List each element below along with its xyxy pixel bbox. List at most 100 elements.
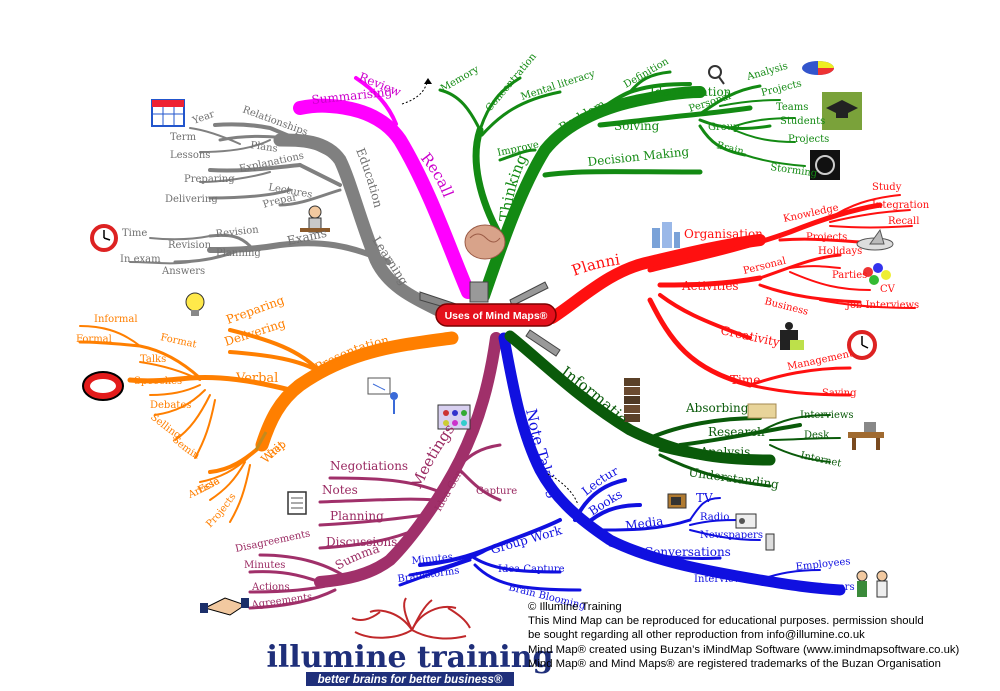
node-internet: Internet bbox=[799, 450, 842, 469]
node-newspapers: Newspapers bbox=[700, 530, 763, 541]
node-debates: Debates bbox=[150, 400, 191, 411]
logo-name: illumine training bbox=[267, 640, 554, 675]
node-label: Projects bbox=[204, 492, 238, 531]
node-identification: Identification bbox=[650, 85, 732, 99]
credits-line: be sought regarding all other reproducti… bbox=[528, 629, 865, 642]
node-customers: Customers bbox=[800, 582, 855, 593]
brain-icon bbox=[464, 224, 506, 260]
node-revision: Revision bbox=[215, 224, 260, 240]
node-speeches: Speeches bbox=[134, 376, 182, 387]
node-recall: Recall bbox=[888, 216, 919, 227]
node-conversations: Conversations bbox=[644, 545, 731, 559]
node-label: Preparing bbox=[0, 0, 298, 211]
node-personal: Personal bbox=[742, 256, 787, 277]
branch-learning bbox=[129, 122, 461, 325]
node-tv: TV bbox=[696, 491, 713, 505]
illumine-logo: illumine training better brains for bett… bbox=[267, 597, 554, 686]
node-revision: Revision bbox=[168, 240, 212, 251]
lectures-dotted-link bbox=[547, 473, 579, 506]
alarm-clock-icon bbox=[90, 224, 118, 252]
node-planning: Planning bbox=[330, 509, 384, 523]
sponge-icon bbox=[747, 403, 777, 419]
node-interviews: Interviews bbox=[800, 410, 854, 421]
node-organisation: Organisation bbox=[684, 227, 763, 241]
node-desk: Desk bbox=[804, 430, 830, 441]
mobile-phone-icon bbox=[765, 533, 775, 551]
artist-icon bbox=[780, 322, 804, 350]
node-talks: Talks bbox=[140, 354, 166, 365]
node-informal: Informal bbox=[94, 314, 138, 325]
node-negotiations: Negotiations bbox=[330, 459, 408, 473]
branch-thinking bbox=[438, 70, 806, 302]
node-memory: Memory bbox=[439, 64, 481, 95]
airplane-icon bbox=[856, 228, 894, 251]
node-integration: Integration bbox=[872, 200, 930, 211]
node-explanations: Explanations bbox=[238, 151, 305, 175]
node-answers: Answers bbox=[161, 266, 205, 277]
node-study: Study bbox=[872, 182, 902, 193]
node-planning: Planning bbox=[216, 248, 261, 259]
radio-icon bbox=[735, 513, 757, 529]
pie-chart-icon bbox=[802, 61, 834, 75]
magnifier-icon bbox=[708, 65, 725, 85]
node-plans: Plans bbox=[250, 140, 279, 155]
node-actions: Actions bbox=[251, 582, 290, 593]
books-stack-icon bbox=[624, 378, 640, 422]
node-understanding: Understanding bbox=[688, 465, 781, 492]
credits-block: © Illumine Training This Mind Map can be… bbox=[528, 600, 998, 671]
node-analysis: Analysis bbox=[745, 61, 789, 83]
node-students: Students bbox=[780, 116, 825, 127]
calendar-icon bbox=[151, 99, 185, 127]
node-cv: CV bbox=[880, 284, 896, 295]
node-format: Format bbox=[159, 332, 197, 350]
node-research: Research bbox=[708, 425, 765, 439]
node-minutes: Minutes bbox=[411, 552, 453, 567]
city-icon bbox=[652, 222, 680, 248]
node-discussions: Discussions bbox=[326, 535, 397, 549]
review-arrowhead bbox=[424, 78, 432, 84]
node-saving: Saving bbox=[822, 388, 857, 399]
node-idea-capture: Idea Capture bbox=[498, 564, 565, 575]
lightbulb-icon bbox=[185, 292, 205, 316]
node-delivering: Delivering bbox=[165, 194, 218, 205]
node-projects: Projects bbox=[760, 78, 803, 99]
node-teams: Teams bbox=[776, 102, 808, 113]
node-decision-making: Decision Making bbox=[587, 144, 690, 169]
teacher-icon bbox=[300, 205, 330, 233]
review-arrow bbox=[401, 79, 429, 105]
node-label: Presentations bbox=[0, 0, 390, 375]
node-minutes: Minutes bbox=[244, 560, 285, 571]
tv-icon bbox=[667, 493, 687, 509]
node-preparing: Preparing bbox=[0, 0, 298, 211]
node-agreements: Agreements bbox=[250, 592, 313, 612]
interview-people-icon bbox=[856, 570, 888, 598]
node-in-exam: In exam bbox=[120, 254, 161, 265]
node-holidays: Holidays bbox=[818, 246, 862, 257]
node-mental-literacy: Mental literacy bbox=[520, 68, 597, 102]
node-projects: Projects bbox=[204, 492, 238, 531]
node-employees: Employees bbox=[795, 556, 851, 573]
node-concentration: Concentration bbox=[484, 51, 539, 114]
node-activities: Activities bbox=[681, 279, 739, 293]
pencil-icon bbox=[254, 431, 268, 451]
brain-scan-icon bbox=[810, 150, 840, 180]
credits-line: Mind Map® created using Buzan’s iMindMap… bbox=[528, 643, 960, 656]
credits-line: © Illumine Training bbox=[528, 601, 622, 613]
node-capture: Capture bbox=[476, 486, 517, 497]
branch-meetings bbox=[248, 332, 502, 610]
balloons-icon bbox=[863, 263, 891, 285]
meeting-people-icon bbox=[437, 404, 471, 430]
node-brainstorms: Brainstorms bbox=[397, 565, 460, 585]
node-business: Business bbox=[763, 296, 809, 317]
branch-presentations bbox=[78, 325, 459, 523]
branch-information bbox=[504, 330, 841, 488]
node-projects: Projects bbox=[788, 134, 829, 145]
node-media: Media bbox=[624, 514, 664, 533]
node-job-interviews: Job Interviews bbox=[845, 300, 919, 311]
node-notes: Notes bbox=[322, 483, 358, 497]
swiss-army-knife-icon bbox=[419, 281, 561, 357]
node-brain: Brain bbox=[715, 140, 745, 158]
logo-tagline: better brains for better business® bbox=[318, 674, 503, 686]
